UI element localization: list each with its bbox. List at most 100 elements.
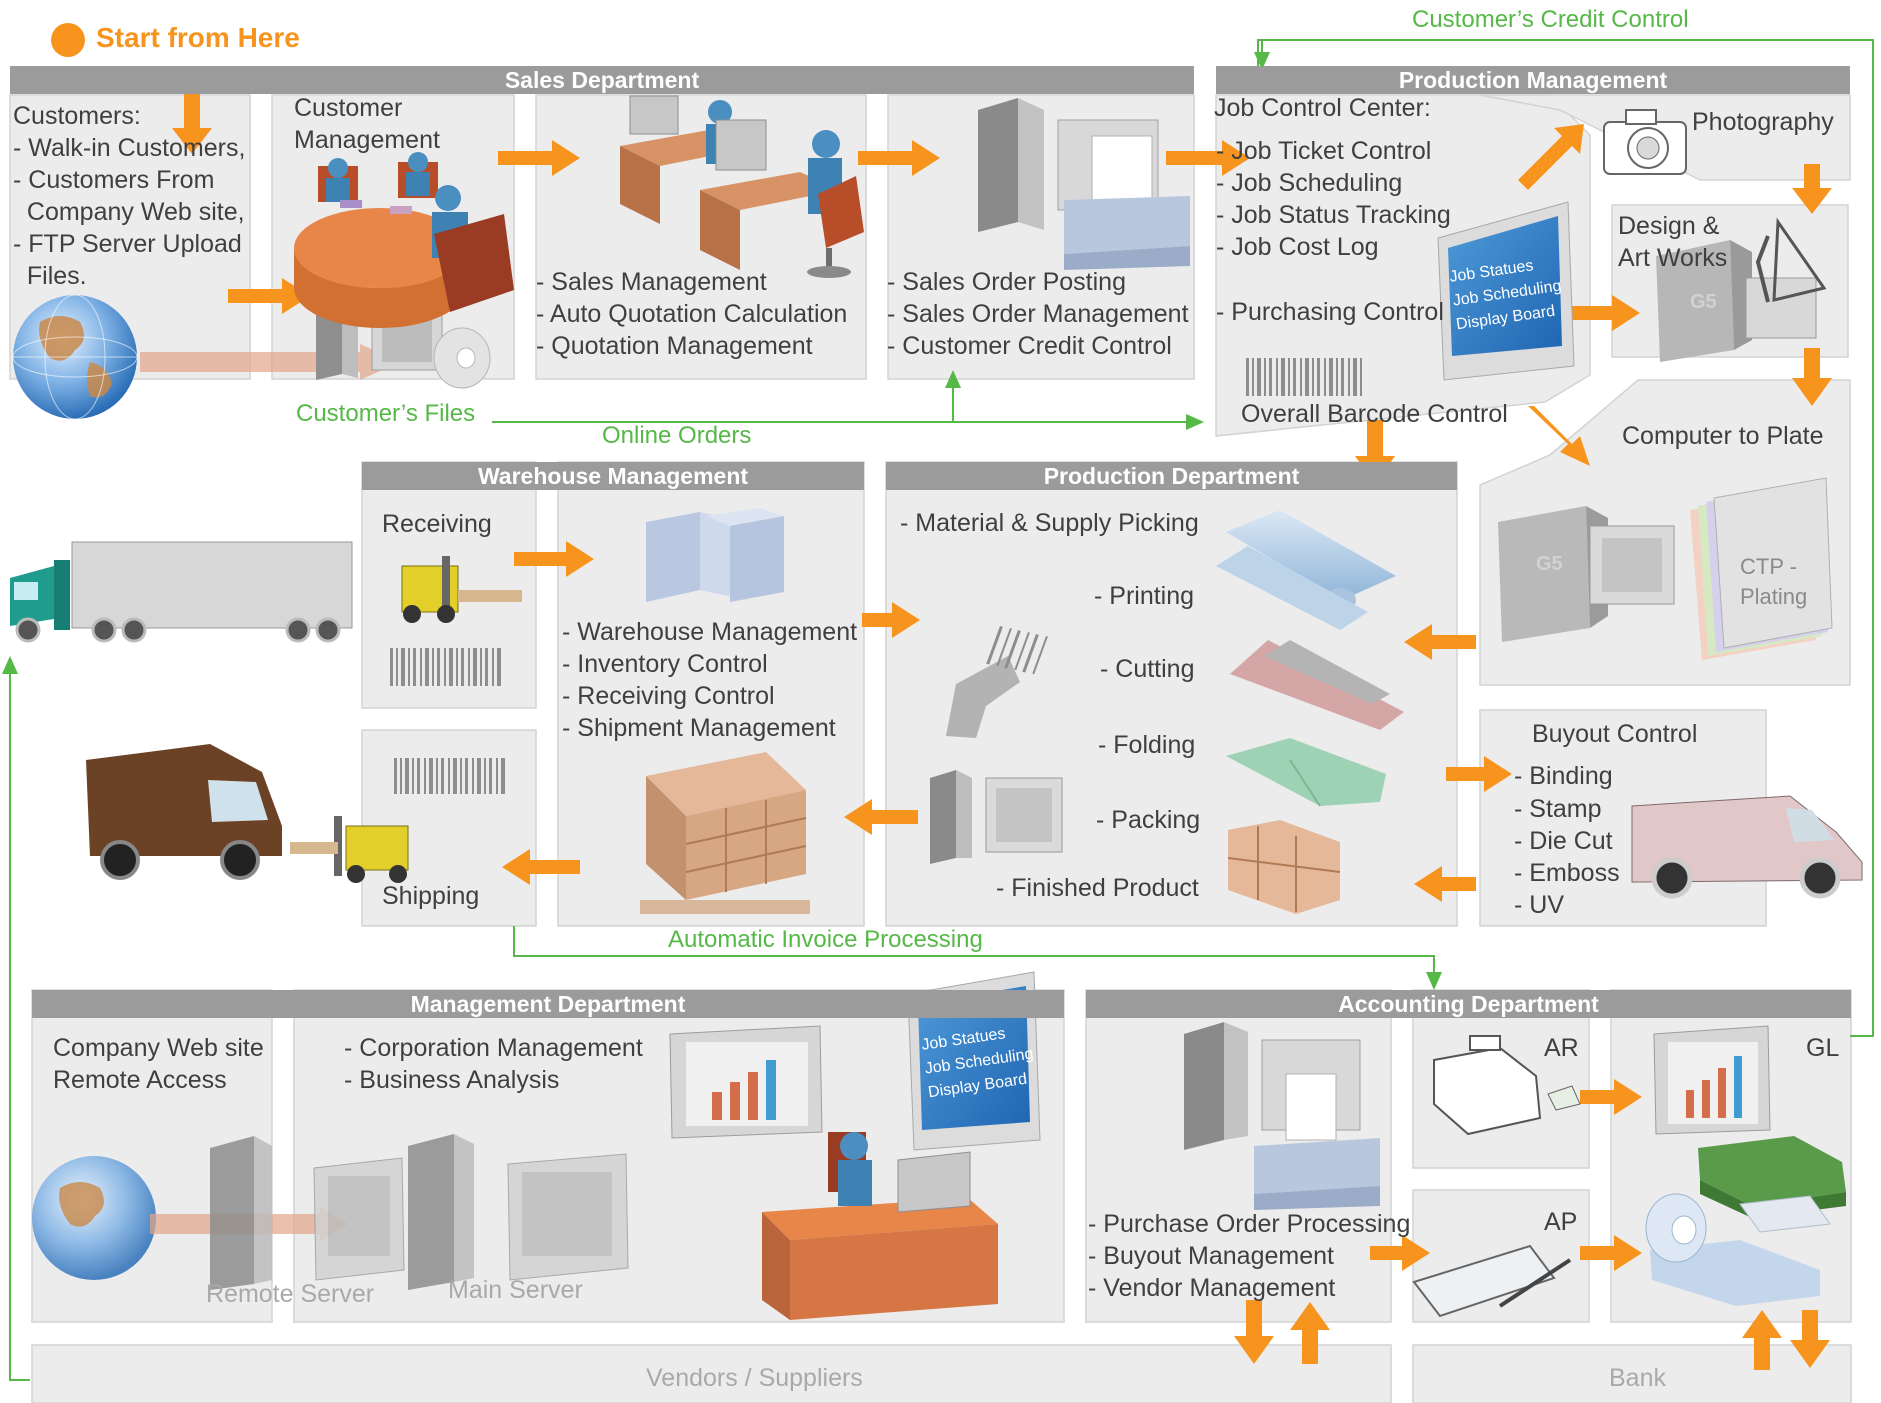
main-server-icon [408, 1134, 629, 1290]
sales-order-item: - Sales Order Posting [887, 268, 1126, 296]
ctp-plate-label: CTP - Plating [1740, 554, 1808, 609]
sales-item: - Auto Quotation Calculation [536, 300, 848, 328]
display-board-icon [1437, 201, 1575, 381]
sales-header: Sales Department [10, 66, 1194, 94]
warehouse-shelf-icon [646, 508, 784, 602]
folded-sheet-icon [1226, 738, 1386, 807]
credit-control-label: Customer’s Credit Control [1412, 6, 1689, 33]
production-item: - Folding [1098, 731, 1196, 759]
accounting-server-icon [1184, 1022, 1380, 1210]
customers-files-label: Customer’s Files [296, 400, 476, 427]
customers-item: Company Web site, [13, 198, 245, 226]
job-control-title: Job Control Center: [1214, 94, 1431, 122]
accounting-item: - Buyout Management [1088, 1242, 1334, 1270]
bank-label: Bank [1609, 1364, 1666, 1392]
management-header: Management Department [32, 990, 1064, 1018]
management-item: - Corporation Management [344, 1034, 643, 1062]
globe-icon [12, 294, 138, 420]
design-label: Design & Art Works [1618, 212, 1728, 272]
buyout-item: - Emboss [1514, 859, 1620, 887]
ledger-roll-icon [1645, 1193, 1831, 1306]
ar-label: AR [1544, 1034, 1579, 1062]
executive-desk-icon [762, 1132, 998, 1320]
accounting-item: - Purchase Order Processing [1088, 1210, 1411, 1238]
production-item: - Packing [1096, 806, 1201, 834]
receiving-forklift-icon [401, 556, 522, 623]
warehouse-header: Warehouse Management [362, 462, 864, 490]
sales-order-item: - Sales Order Management [887, 300, 1189, 328]
sales-order-item: - Customer Credit Control [887, 332, 1172, 360]
shipping-label: Shipping [382, 882, 480, 910]
ctp-icon [1498, 477, 1833, 660]
online-orders-label: Online Orders [602, 422, 752, 449]
finished-boxes-icon [1227, 820, 1341, 914]
printed-sheet-icon [1230, 640, 1404, 730]
camera-icon [1603, 109, 1687, 175]
purchasing-control: - Purchasing Control [1216, 298, 1444, 326]
design-workstation-icon [1656, 217, 1827, 362]
warehouse-item: - Warehouse Management [562, 618, 858, 646]
start-label: Start from Here [96, 22, 300, 53]
check-pen-icon [1412, 1244, 1572, 1318]
buyout-item: - Stamp [1514, 795, 1602, 823]
buyout-item: - UV [1514, 891, 1564, 919]
buyout-van-icon [1631, 795, 1863, 899]
invoice-processing-label: Automatic Invoice Processing [668, 926, 983, 953]
production-server-icon [930, 770, 1063, 864]
remote-server-label: Remote Server [206, 1280, 375, 1308]
accounting-header: Accounting Department [1086, 990, 1851, 1018]
g5-design-label: G5 [1690, 291, 1717, 313]
customers-item: - FTP Server Upload [13, 230, 242, 258]
web-remote-access: Company Web site Remote Access [53, 1034, 264, 1094]
barcode-icon [1246, 358, 1362, 396]
ap-label: AP [1544, 1208, 1578, 1236]
barcode-control: Overall Barcode Control [1241, 400, 1508, 428]
analysis-monitor-icon [669, 1025, 823, 1139]
ctp-title: Computer to Plate [1622, 422, 1824, 450]
receiving-label: Receiving [382, 510, 492, 538]
cash-register-icon [1433, 1035, 1581, 1136]
buyout-item: - Binding [1514, 762, 1613, 790]
receiving-barcode-icon [390, 648, 501, 686]
production-item: - Finished Product [996, 874, 1199, 902]
semi-truck-icon [10, 541, 353, 643]
accounting-item: - Vendor Management [1088, 1274, 1336, 1302]
production-management-header: Production Management [1216, 66, 1850, 94]
photography-label: Photography [1692, 108, 1834, 136]
production-department-header: Production Department [886, 462, 1457, 490]
green-connectors [1, 39, 1874, 1381]
scanner-gun-icon [946, 626, 1048, 738]
customers-item: Files. [13, 262, 87, 290]
sales-desks-icon [620, 95, 864, 278]
warehouse-item: - Receiving Control [562, 682, 775, 710]
delivery-van-icon [86, 744, 282, 880]
management-display-board-text: Job Statues Job Scheduling Display Board [920, 1025, 1035, 1102]
job-control-item: - Job Status Tracking [1216, 201, 1451, 229]
production-item: - Material & Supply Picking [900, 509, 1199, 537]
main-server-label: Main Server [448, 1276, 583, 1304]
customers-title: Customers: [13, 102, 141, 130]
meeting-table-icon [294, 152, 514, 328]
start-dot [51, 23, 85, 57]
pallet-boxes-icon [640, 752, 810, 914]
customers-item: - Customers From [13, 166, 215, 194]
customers-item: - Walk-in Customers, [13, 134, 246, 162]
production-item: - Printing [1094, 582, 1195, 610]
sales-item: - Quotation Management [536, 332, 813, 360]
gl-monitor-icon [1653, 1025, 1771, 1135]
production-item: - Cutting [1100, 655, 1195, 683]
warehouse-item: - Inventory Control [562, 650, 768, 678]
management-item: - Business Analysis [344, 1066, 560, 1094]
remote-server-icon [210, 1136, 405, 1290]
job-control-item: - Job Ticket Control [1216, 137, 1432, 165]
material-rolls-icon [1216, 510, 1396, 630]
order-server-icon [978, 98, 1190, 270]
warehouse-item: - Shipment Management [562, 714, 836, 742]
sales-item: - Sales Management [536, 268, 767, 296]
buyout-title: Buyout Control [1532, 720, 1698, 748]
job-control-item: - Job Scheduling [1216, 169, 1403, 197]
gl-label: GL [1806, 1034, 1840, 1062]
customer-management-label: Customer Management [294, 94, 440, 154]
